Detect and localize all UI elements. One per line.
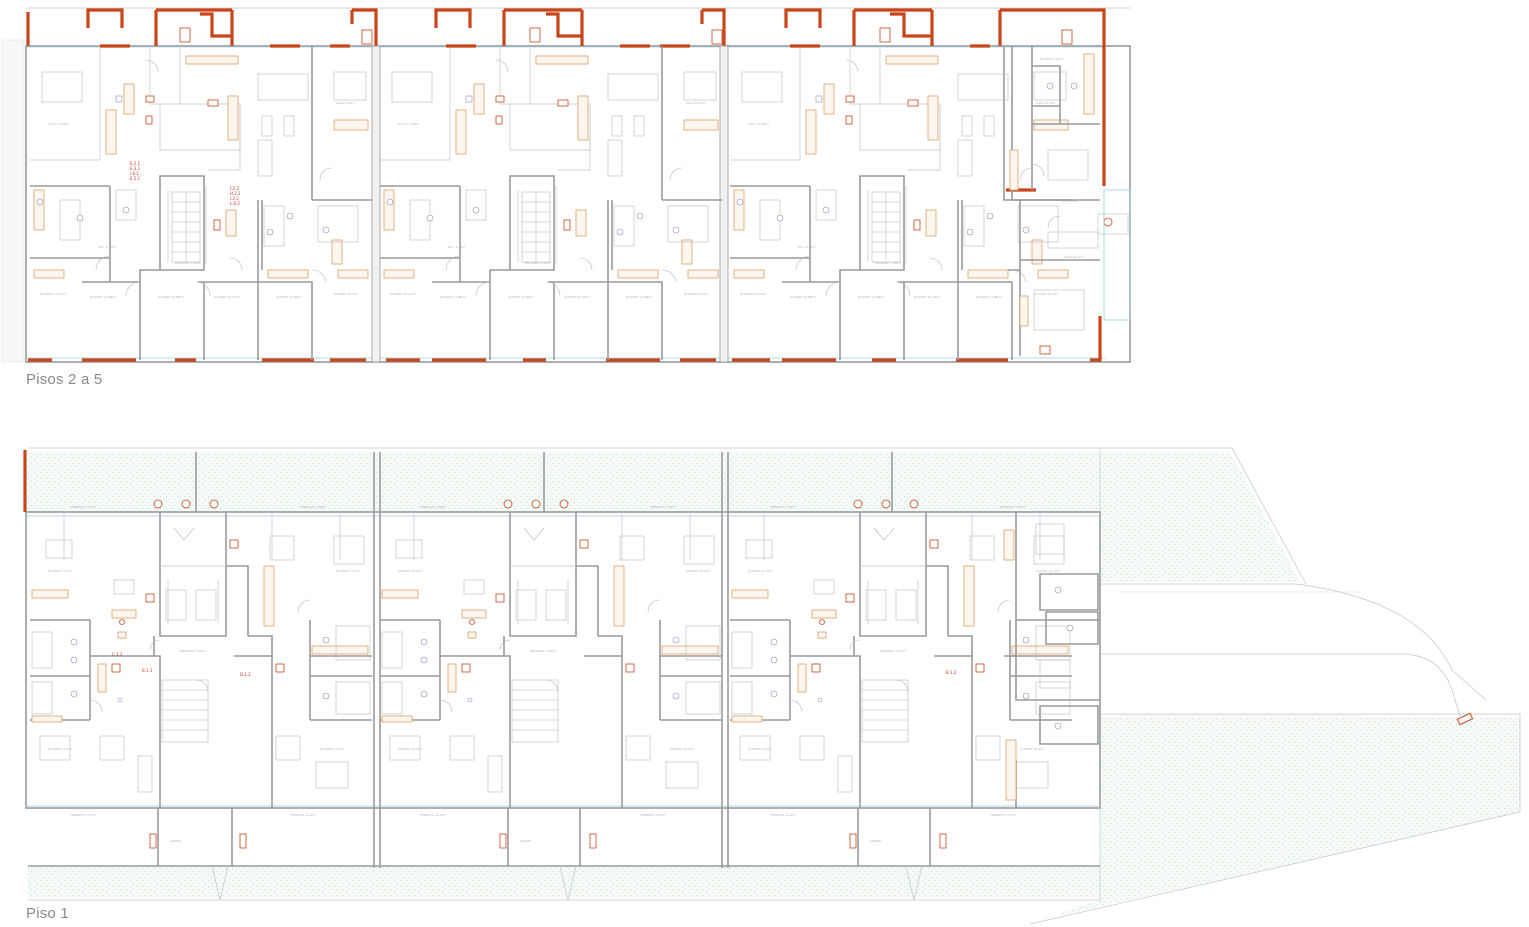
upper-outline: [25, 45, 1131, 363]
lower-floor-plan: TERRAÇO 7.58m² TERRAÇO 7.58m² QUARTO 11.…: [23, 447, 1521, 925]
tag-h22: H.2.2: [230, 191, 241, 196]
tag-l62: L.6.2: [230, 201, 240, 206]
svg-text:SALA 14.2m²: SALA 14.2m²: [1064, 255, 1084, 259]
svg-text:W.C. 3.8m²: W.C. 3.8m²: [1062, 199, 1079, 203]
svg-text:JARDIM: JARDIM: [169, 839, 181, 843]
svg-text:TERRAÇO 11.9m²: TERRAÇO 11.9m²: [69, 813, 97, 817]
tag-c12: C.1.2: [112, 652, 123, 657]
svg-text:QUARTO 11.4m²: QUARTO 11.4m²: [336, 569, 361, 573]
svg-text:W.C. 5.12m²: W.C. 5.12m²: [98, 245, 117, 249]
upper-plan-title: Pisos 2 a 5: [26, 371, 103, 388]
terrace-dividers: [28, 452, 1100, 868]
tag-i22: I.2.2: [230, 196, 239, 201]
access-marker: [1456, 712, 1474, 726]
tag-i61: I.6.1: [130, 171, 139, 176]
svg-text:QUARTO 12.0m²: QUARTO 12.0m²: [1040, 57, 1065, 61]
upper-party-walls: [371, 45, 1005, 363]
garden-areas: [28, 452, 1520, 920]
lower-end-unit: [1003, 512, 1100, 808]
tag-b11: B.1.1: [142, 668, 153, 673]
upper-facade-top: [26, 8, 1106, 362]
svg-text:SALA 12.82m²: SALA 12.82m²: [48, 122, 70, 126]
upper-end-unit: QUARTO 12.0m² SALA 14.2m² W.C. 3.8m²: [1003, 46, 1131, 356]
svg-text:ENTRADA 7.06m²: ENTRADA 7.06m²: [175, 261, 202, 265]
tag-e21: E.2.1: [130, 161, 141, 166]
tag-f22: F.2.2: [230, 186, 240, 191]
lower-unit-module: TERRAÇO 7.58m² TERRAÇO 7.58m² QUARTO 11.…: [30, 499, 372, 849]
upper-floor-plan: SALA 12.82m² SALA 12.0m² QUARTO 12.12m² …: [1, 7, 1131, 363]
svg-text:QUARTO 12.2m²: QUARTO 12.2m²: [48, 747, 73, 751]
svg-text:QUARTO 11.40m²: QUARTO 11.40m²: [214, 295, 241, 299]
svg-text:QUARTO 11.88m²: QUARTO 11.88m²: [90, 295, 117, 299]
svg-text:TERRAÇO 7.58m²: TERRAÇO 7.58m²: [69, 505, 97, 509]
svg-text:ENTRADA 7.06m²: ENTRADA 7.06m²: [180, 649, 207, 653]
site-lines: [28, 447, 1521, 925]
svg-text:QUARTO 12.1m²: QUARTO 12.1m²: [334, 292, 359, 296]
upper-unit-module: SALA 12.82m² SALA 12.0m² QUARTO 12.12m² …: [30, 27, 373, 360]
svg-text:QUARTO 11.88m²: QUARTO 11.88m²: [158, 295, 185, 299]
svg-text:SALA 12.0m²: SALA 12.0m²: [336, 101, 356, 105]
svg-text:QUARTO 11.4m²: QUARTO 11.4m²: [48, 569, 73, 573]
lower-plan-title: Piso 1: [26, 905, 69, 922]
svg-text:QUARTO 12.12m²: QUARTO 12.12m²: [40, 292, 67, 296]
tag-e31: E.3.1: [130, 166, 141, 171]
svg-text:TERRAÇO 7.58m²: TERRAÇO 7.58m²: [299, 505, 327, 509]
tag-e51: E.5.1: [130, 176, 141, 181]
tag-b12: B.1.2: [946, 670, 957, 675]
upper-fixture-tags: E.2.1 E.3.1 I.6.1 E.5.1 F.2.2 H.2.2 I.2.…: [130, 161, 241, 206]
left-edge-hatch: [1, 39, 25, 363]
tag-d12: D.1.2: [240, 672, 251, 677]
svg-text:QUARTO 12.2m²: QUARTO 12.2m²: [320, 747, 345, 751]
svg-text:QUARTO 11.88m²: QUARTO 11.88m²: [276, 295, 303, 299]
svg-text:TERRAÇO 11.9m²: TERRAÇO 11.9m²: [289, 813, 317, 817]
lower-outline: [25, 511, 1101, 809]
lower-fixture-tags: C.1.2 B.1.1 D.1.2 B.1.2: [112, 652, 957, 677]
